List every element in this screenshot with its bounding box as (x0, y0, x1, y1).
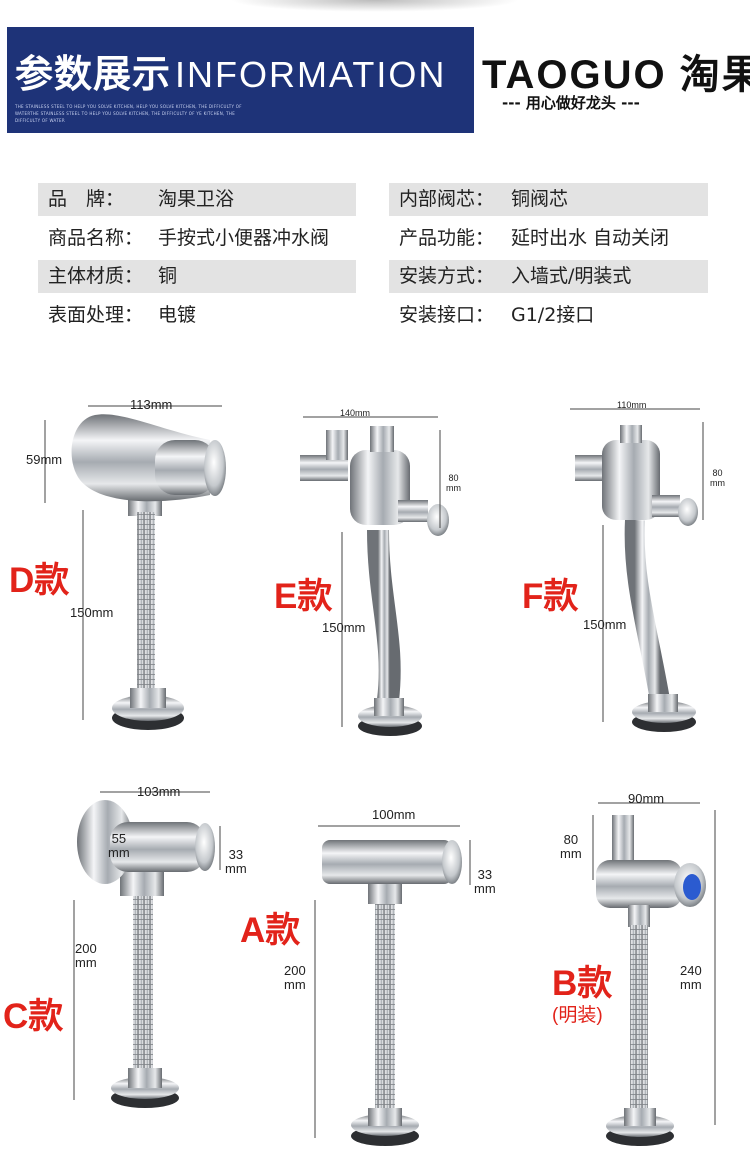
brand-logo-text: TAOGUO 淘果 (482, 42, 750, 100)
spec-key: 商品名称： (48, 227, 144, 249)
model-d-height: 59mm (26, 452, 63, 467)
model-e-pipe: 150mm (322, 620, 366, 635)
model-f-label: F款 (522, 577, 579, 616)
model-e-height: 80 mm (446, 473, 461, 493)
model-d-width: 113mm (130, 397, 173, 412)
model-c-pipe: 200 mm (75, 941, 97, 970)
spec-row-finish: 表面处理： 电镀 (38, 299, 356, 332)
spec-value: 手按式小便器冲水阀 (158, 227, 330, 249)
model-e-label: E款 (274, 577, 333, 616)
model-d-pipe: 150mm (70, 605, 114, 620)
spec-value: 入墙式/明装式 (511, 265, 632, 287)
spec-row-name: 商品名称： 手按式小便器冲水阀 (38, 222, 356, 255)
spec-key: 主体材质： (48, 265, 144, 287)
model-b-label: B款 (552, 964, 613, 1003)
spec-key: 产品功能： (399, 227, 495, 249)
spec-row-function: 产品功能： 延时出水 自动关闭 (389, 222, 708, 255)
top-shadow (230, 0, 520, 12)
spec-value: G1/2接口 (511, 304, 595, 326)
brand-logo-cn: 淘果 (679, 53, 750, 97)
model-b-image (596, 815, 706, 1146)
model-e-width: 140mm (340, 408, 371, 418)
model-f-height: 80 mm (710, 468, 725, 488)
model-c-label: C款 (3, 997, 64, 1036)
model-b-width: 90mm (628, 791, 665, 806)
spec-row-brand: 品 牌： 淘果卫浴 (38, 183, 356, 216)
model-c-inner: 55 mm (108, 831, 130, 860)
model-f-pipe: 150mm (583, 617, 627, 632)
model-d-label: D款 (9, 561, 70, 600)
model-b-note: (明装) (552, 1005, 603, 1026)
spec-key: 品 牌： (48, 188, 125, 210)
spec-key: 安装方式： (399, 265, 495, 287)
spec-row-material: 主体材质： 铜 (38, 260, 356, 293)
spec-key: 安装接口： (399, 304, 495, 326)
model-c-height: 33 mm (225, 847, 247, 876)
spec-row-install: 安装方式： 入墙式/明装式 (389, 260, 708, 293)
spec-key: 表面处理： (48, 304, 144, 326)
model-a-label: A款 (240, 911, 301, 950)
banner-title-en: INFORMATION (175, 54, 447, 95)
banner-subtext: THE STAINLESS STEEL TO HELP YOU SOLVE KI… (15, 104, 242, 123)
spec-value: 铜 (158, 265, 178, 287)
model-a-width: 100mm (372, 807, 416, 822)
model-a-height: 33 mm (474, 867, 496, 896)
model-b-pipe: 240 mm (680, 963, 702, 992)
spec-key: 内部阀芯： (399, 188, 495, 210)
brand-slogan: --- 用心做好龙头 --- (502, 94, 640, 112)
model-d-image (71, 414, 226, 730)
model-f-image (575, 425, 698, 732)
spec-value: 延时出水 自动关闭 (511, 227, 670, 249)
banner-title-cn: 参数展示 (15, 52, 172, 96)
model-c-image (77, 800, 215, 1108)
model-f-width: 110mm (617, 400, 647, 410)
model-a-pipe: 200 mm (284, 963, 306, 992)
model-e-image (300, 426, 449, 736)
spec-row-core: 内部阀芯： 铜阀芯 (389, 183, 708, 216)
spec-value: 铜阀芯 (511, 188, 569, 210)
spec-value: 淘果卫浴 (158, 188, 235, 210)
spec-row-interface: 安装接口： G1/2接口 (389, 299, 708, 332)
brand-logo: TAOGUO 淘果 --- 用心做好龙头 --- (480, 42, 750, 120)
brand-logo-en: TAOGUO (482, 53, 667, 97)
spec-value: 电镀 (158, 304, 197, 326)
model-b-height: 80 mm (560, 832, 582, 861)
model-c-width: 103mm (137, 784, 181, 799)
model-a-image (322, 840, 462, 1146)
